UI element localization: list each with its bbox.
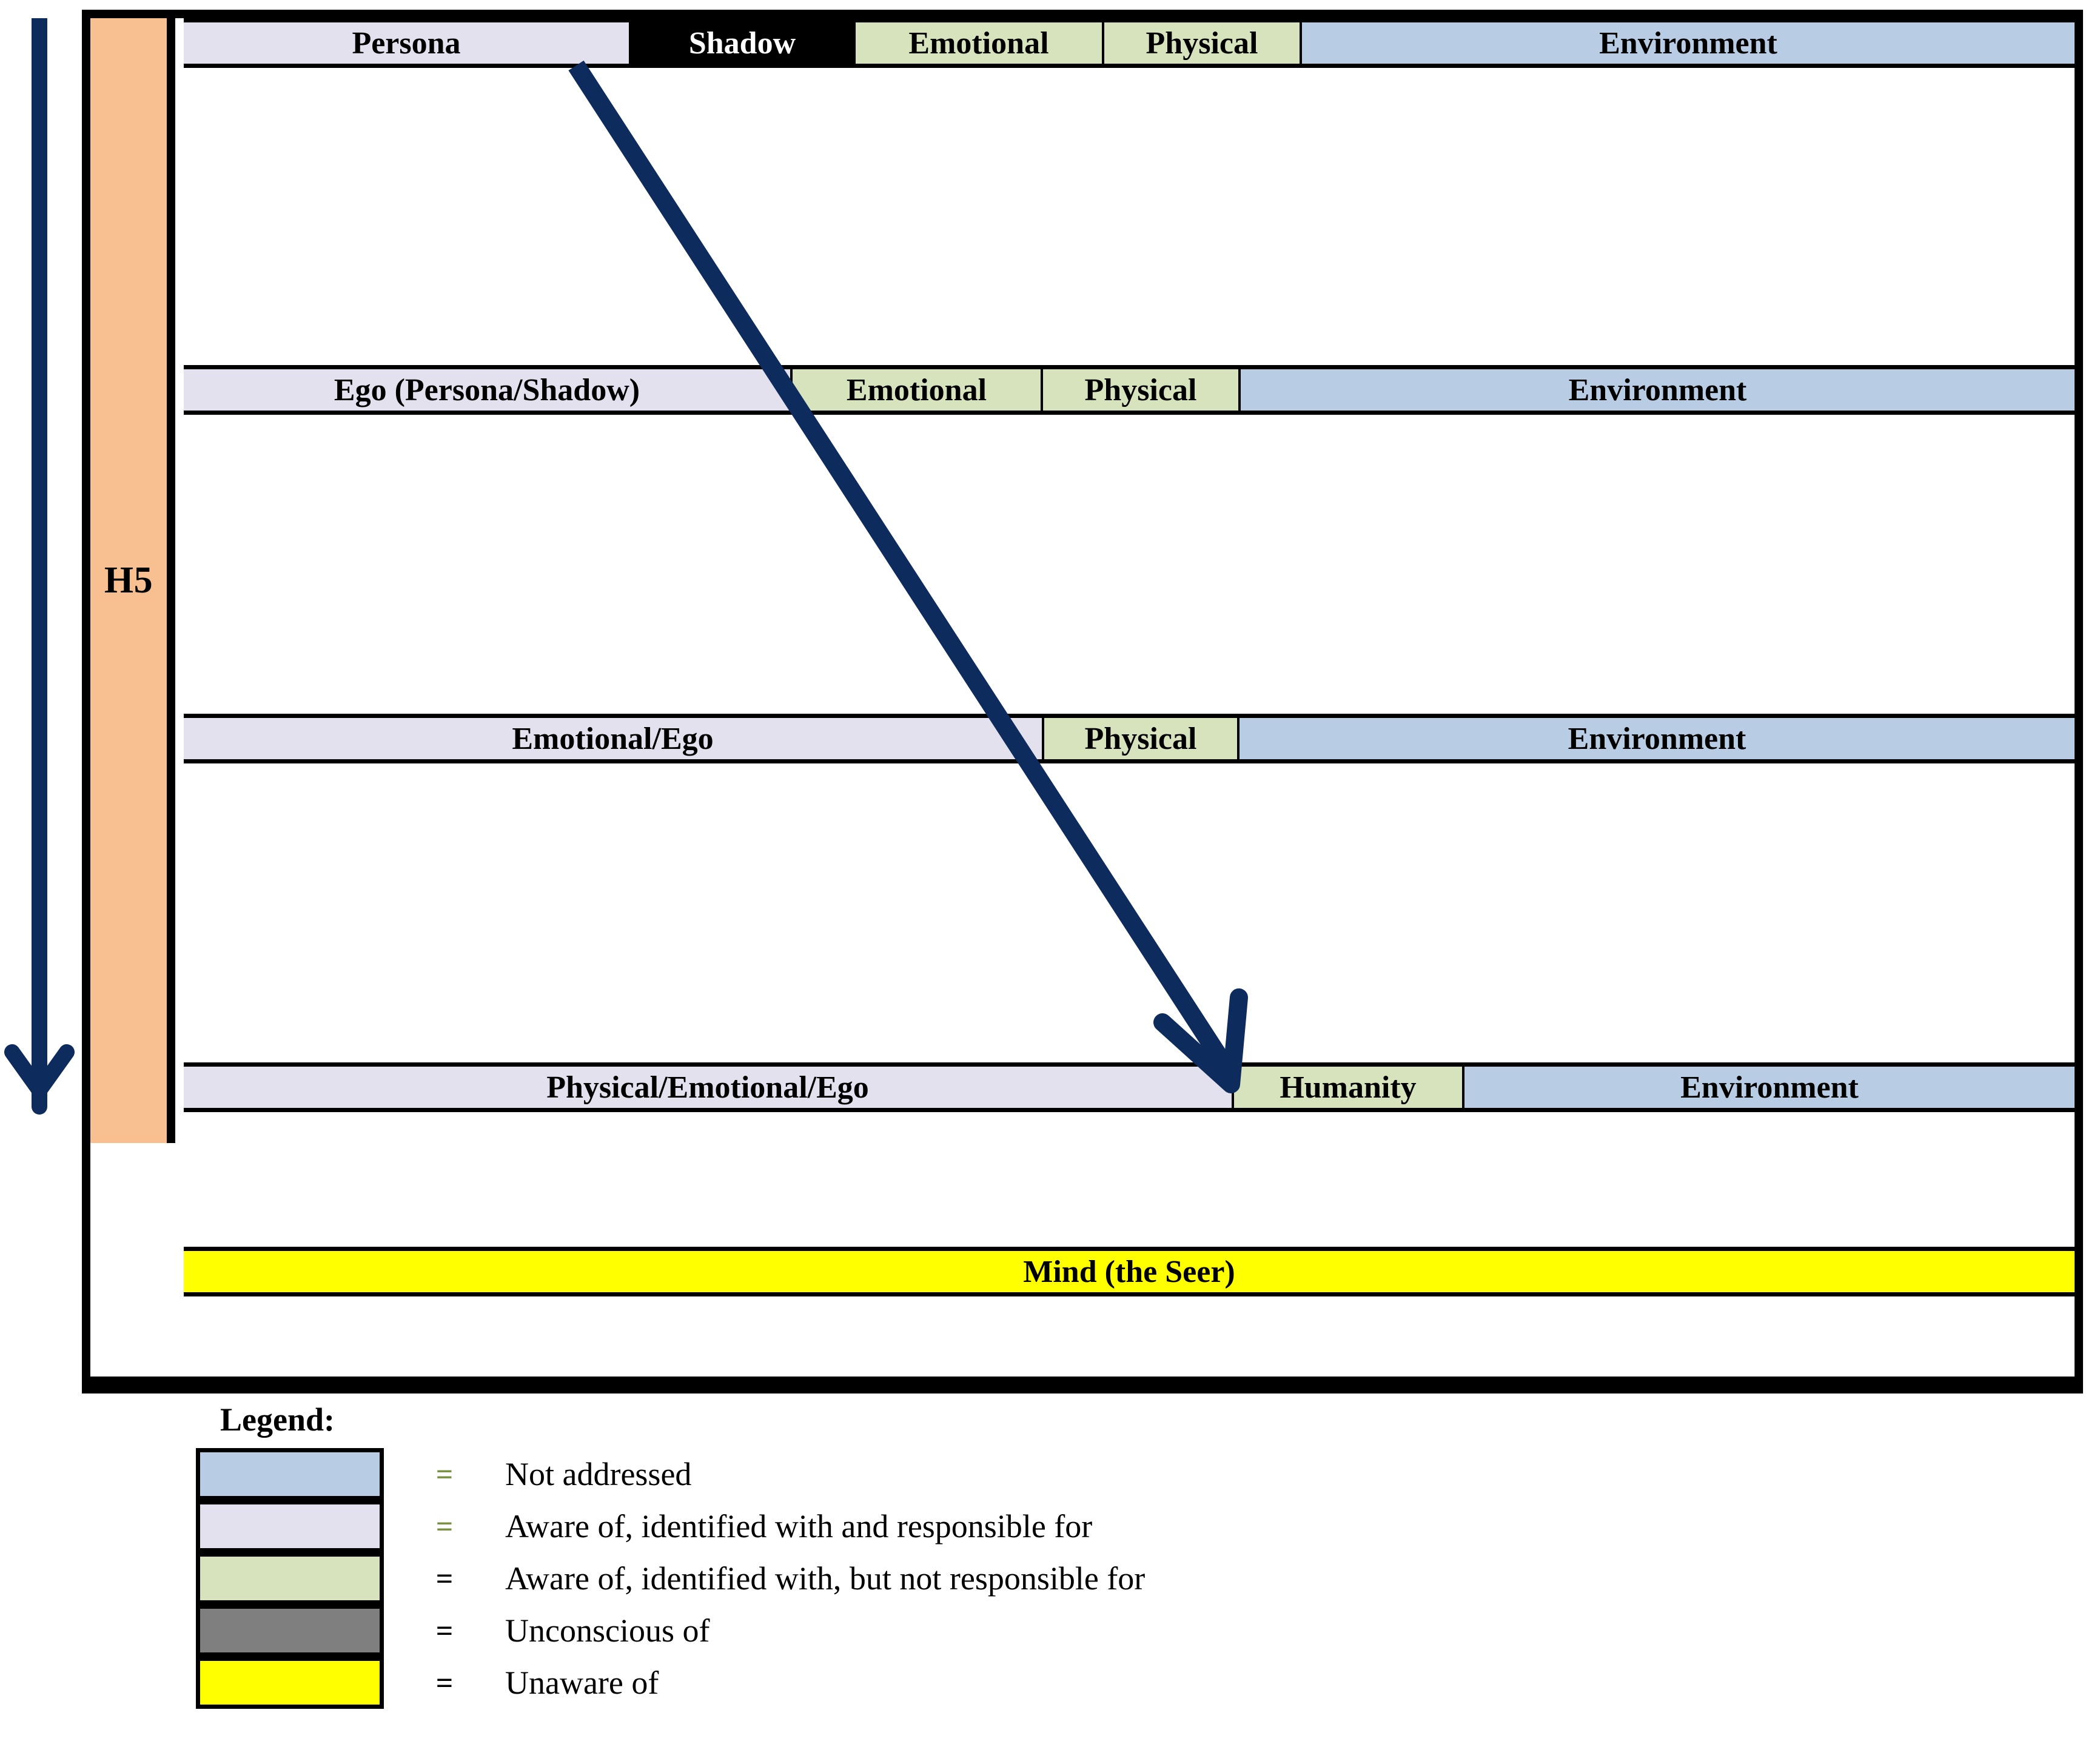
cell-environment-r2[interactable]: Environment <box>1241 369 2075 411</box>
row-3-sep-1 <box>1237 718 1240 759</box>
cell-mind-the-seer[interactable]: Mind (the Seer) <box>184 1251 2075 1292</box>
cell-emotional-ego[interactable]: Emotional/Ego <box>184 718 1042 759</box>
row-4: Physical/Emotional/Ego Humanity Environm… <box>184 1062 2075 1112</box>
legend-equals-3: = <box>435 1561 454 1595</box>
legend-label-5: Unaware of <box>505 1665 659 1701</box>
legend-equals-5: = <box>435 1666 454 1700</box>
row-4-sep-1 <box>1462 1067 1464 1108</box>
row-1-sep-1 <box>1102 22 1104 64</box>
legend-equals-1: = <box>435 1457 454 1491</box>
legend-label-2: Aware of, identified with and responsibl… <box>505 1508 1093 1544</box>
legend-label-3: Aware of, identified with, but not respo… <box>505 1560 1146 1597</box>
cell-ego-persona-shadow[interactable]: Ego (Persona/Shadow) <box>184 369 790 411</box>
legend-title: Legend: <box>220 1401 335 1438</box>
cell-emotional-r2[interactable]: Emotional <box>793 369 1041 411</box>
cell-physical-r1[interactable]: Physical <box>1104 22 1300 64</box>
row-2: Ego (Persona/Shadow) Emotional Physical … <box>184 365 2075 415</box>
row-1-gap-2 <box>848 22 856 64</box>
legend-item-unaware[interactable]: = Unaware of <box>196 1657 659 1709</box>
legend-equals-2: = <box>435 1509 454 1543</box>
rows-area: Persona Shadow Emotional Physical Enviro… <box>184 18 2075 1384</box>
legend-label-1: Not addressed <box>505 1456 692 1492</box>
row-2-sep-2 <box>1238 369 1241 411</box>
row-3: Emotional/Ego Physical Environment <box>184 714 2075 763</box>
legend-equals-4: = <box>435 1614 454 1648</box>
cell-physical-r3[interactable]: Physical <box>1044 718 1237 759</box>
cell-environment-r1[interactable]: Environment <box>1302 22 2075 64</box>
legend-label-4: Unconscious of <box>505 1612 710 1649</box>
row-1-gap-1 <box>629 22 636 64</box>
row-1-sep-2 <box>1300 22 1302 64</box>
legend-swatch-blue <box>196 1448 384 1500</box>
cell-emotional-r1[interactable]: Emotional <box>856 22 1102 64</box>
cell-physical-r2[interactable]: Physical <box>1043 369 1238 411</box>
cell-environment-r3[interactable]: Environment <box>1240 718 2075 759</box>
cell-persona[interactable]: Persona <box>184 22 629 64</box>
legend-item-not-addressed[interactable]: = Not addressed <box>196 1448 691 1500</box>
cell-humanity[interactable]: Humanity <box>1234 1067 1462 1108</box>
legend-swatch-gray <box>196 1605 384 1657</box>
legend-item-aware-not-responsible[interactable]: = Aware of, identified with, but not res… <box>196 1552 1145 1605</box>
stage-label-column-h5: H5 <box>90 18 175 1143</box>
legend-swatch-yellow <box>196 1657 384 1709</box>
downward-progression-arrow-shaft <box>32 18 47 1082</box>
cell-shadow[interactable]: Shadow <box>636 22 848 64</box>
row-5-mind: Mind (the Seer) <box>184 1247 2075 1296</box>
legend-item-aware-responsible[interactable]: = Aware of, identified with and responsi… <box>196 1500 1092 1552</box>
cell-physical-emotional-ego[interactable]: Physical/Emotional/Ego <box>184 1067 1232 1108</box>
stage-label-h5: H5 <box>104 560 153 601</box>
legend-swatch-green <box>196 1552 384 1605</box>
legend-top-divider <box>90 1377 2075 1385</box>
legend-swatch-lavender <box>196 1500 384 1552</box>
legend-item-unconscious[interactable]: = Unconscious of <box>196 1605 710 1657</box>
cell-environment-r4[interactable]: Environment <box>1464 1067 2075 1108</box>
legend-panel: Legend: = Not addressed = Aware of, iden… <box>184 1395 2076 1734</box>
row-1: Persona Shadow Emotional Physical Enviro… <box>184 18 2075 68</box>
